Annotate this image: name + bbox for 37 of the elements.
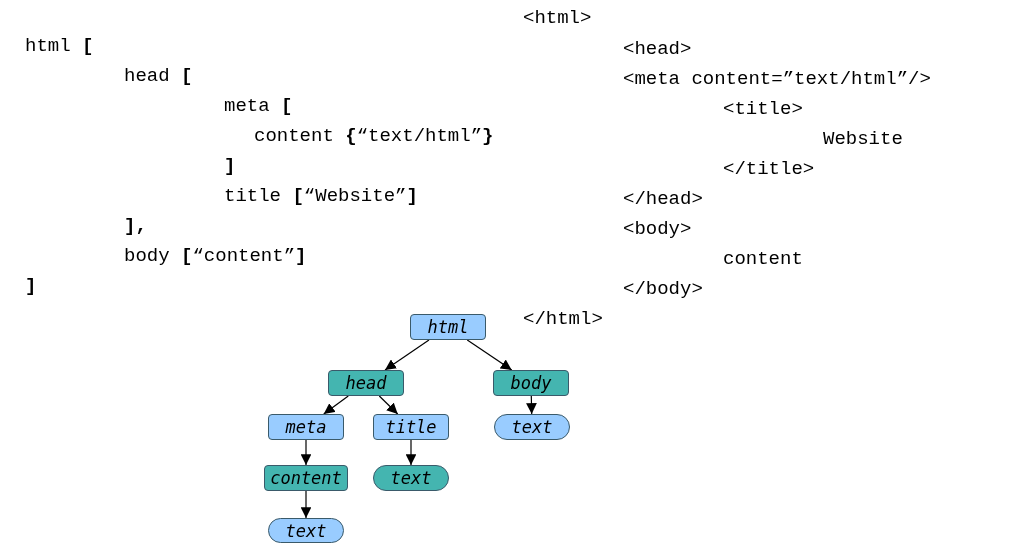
code-line: ]: [25, 275, 37, 297]
code-line: </head>: [623, 188, 703, 210]
code-line: content: [723, 248, 803, 270]
arrow: [300, 439, 312, 466]
tree-node: head: [328, 370, 404, 396]
code-line: ],: [124, 215, 147, 237]
code-line: </title>: [723, 158, 815, 180]
code-line: body [“content”]: [124, 245, 307, 267]
code-line: Website: [823, 128, 903, 150]
arrow: [526, 395, 537, 415]
code-line: <meta content=”text/html”/>: [623, 68, 931, 90]
code-line: html [: [25, 35, 94, 57]
leaf-node: text: [373, 465, 449, 491]
tree-node: title: [373, 414, 449, 440]
code-line: content {“text/html”}: [254, 125, 494, 147]
code-line: <html>: [523, 7, 592, 29]
code-line: <head>: [623, 38, 692, 60]
code-line: </body>: [623, 278, 703, 300]
tree-node: content: [264, 465, 348, 491]
code-line: meta [: [224, 95, 293, 117]
arrow: [378, 395, 399, 415]
leaf-node: text: [268, 518, 344, 543]
code-line: ]: [224, 155, 236, 177]
code-line: </html>: [523, 308, 603, 330]
arrow: [384, 339, 430, 371]
tree-node: html: [410, 314, 486, 340]
tree-node: body: [493, 370, 569, 396]
code-line: <title>: [723, 98, 803, 120]
arrow: [405, 439, 417, 466]
leaf-node: text: [494, 414, 570, 440]
arrow: [466, 339, 513, 371]
tree-node: meta: [268, 414, 344, 440]
code-line: <body>: [623, 218, 692, 240]
code-line: head [: [124, 65, 193, 87]
arrow: [323, 395, 349, 415]
code-line: title [“Website”]: [224, 185, 418, 207]
arrow: [300, 490, 312, 519]
